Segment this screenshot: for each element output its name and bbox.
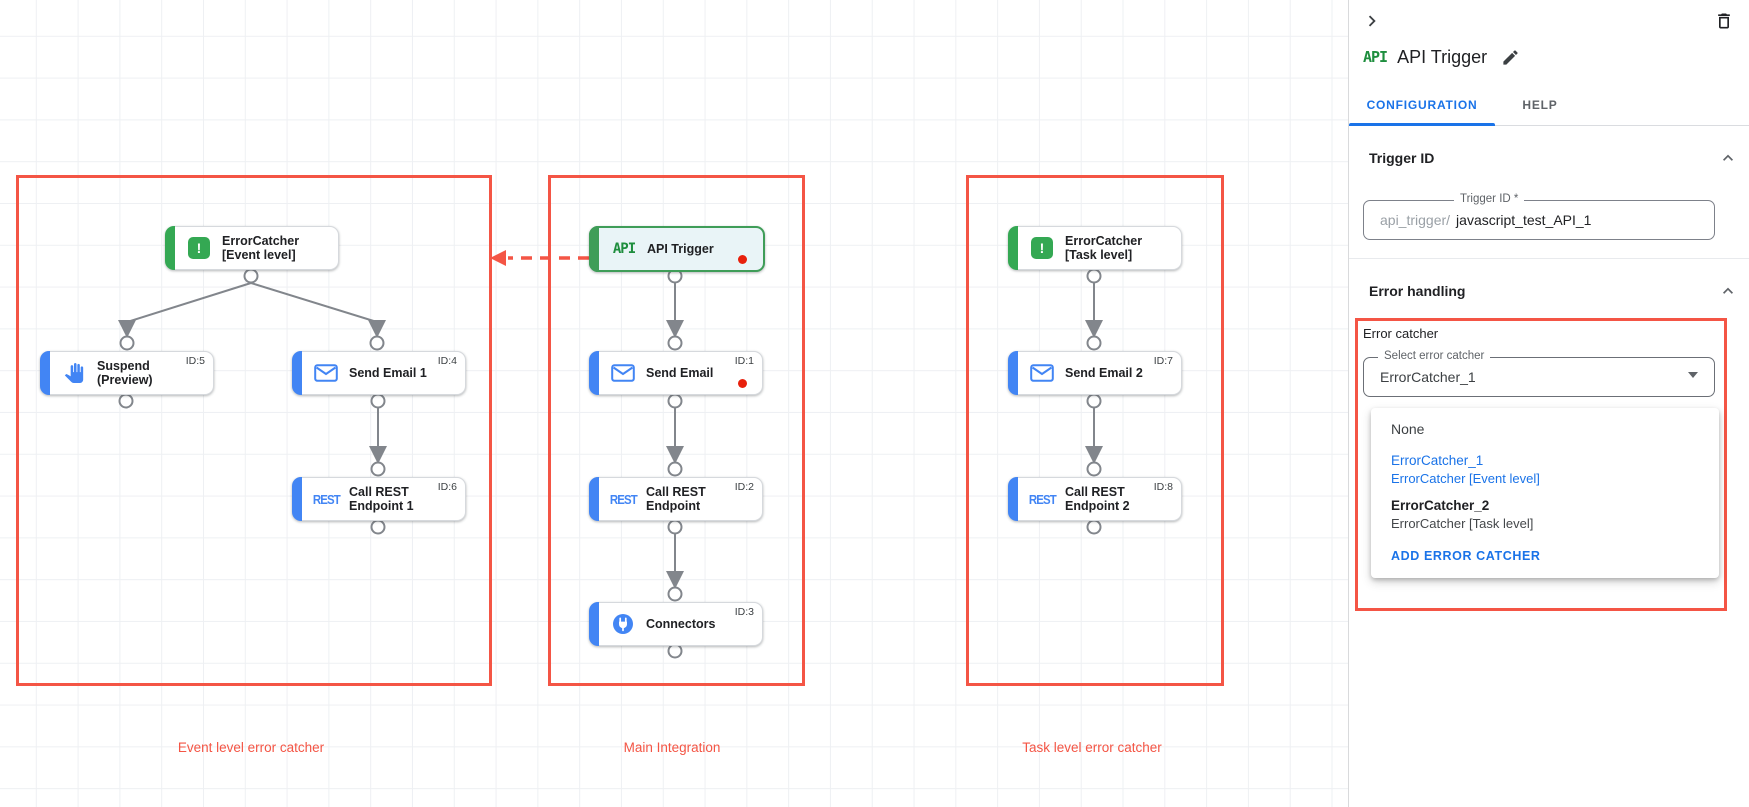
panel-tabs: CONFIGURATION HELP bbox=[1349, 85, 1749, 126]
menu-option-errorcatcher-2[interactable]: ErrorCatcher_2 ErrorCatcher [Task level] bbox=[1391, 498, 1534, 531]
menu-option-errorcatcher-1[interactable]: ErrorCatcher_1 ErrorCatcher [Event level… bbox=[1391, 453, 1540, 486]
trigger-id-field[interactable]: Trigger ID * api_trigger/ javascript_tes… bbox=[1363, 193, 1715, 240]
workflow-canvas[interactable]: ! ErrorCatcher [Event level] Suspend (Pr… bbox=[0, 0, 1348, 807]
node-accent-bar bbox=[165, 226, 175, 270]
node-errorcatcher-event-level[interactable]: ! ErrorCatcher [Event level] bbox=[165, 226, 339, 270]
error-catcher-group-label: Error catcher bbox=[1363, 326, 1439, 341]
node-send-email-2[interactable]: Send Email 2 ID:7 bbox=[1008, 351, 1182, 395]
node-call-rest-endpoint-1[interactable]: REST Call REST Endpoint 1 ID:6 bbox=[292, 477, 466, 521]
node-send-email[interactable]: Send Email ID:1 bbox=[589, 351, 763, 395]
select-error-catcher-label: Select error catcher bbox=[1378, 350, 1491, 362]
error-catcher-dropdown-menu: None ErrorCatcher_1 ErrorCatcher [Event … bbox=[1371, 408, 1719, 578]
menu-option-none[interactable]: None bbox=[1391, 421, 1425, 437]
node-label: API Trigger bbox=[647, 241, 714, 256]
node-send-email-1[interactable]: Send Email 1 ID:4 bbox=[292, 351, 466, 395]
tab-help[interactable]: HELP bbox=[1522, 98, 1558, 112]
node-label: Send Email 1 bbox=[349, 365, 427, 380]
connector-icon bbox=[602, 613, 644, 635]
node-accent-bar bbox=[292, 477, 302, 521]
node-id-badge: ID:3 bbox=[734, 606, 754, 618]
node-label: Call REST Endpoint 1 bbox=[349, 484, 414, 514]
node-accent-bar bbox=[1008, 226, 1018, 270]
section-divider bbox=[1349, 258, 1749, 259]
node-id-badge: ID:7 bbox=[1153, 355, 1173, 367]
node-api-trigger[interactable]: API API Trigger bbox=[589, 226, 765, 272]
node-accent-bar bbox=[1008, 477, 1018, 521]
trigger-id-prefix: api_trigger/ bbox=[1380, 212, 1451, 228]
api-trigger-type-icon: API bbox=[1363, 48, 1388, 66]
node-accent-bar bbox=[589, 602, 599, 646]
node-errorcatcher-task-level[interactable]: ! ErrorCatcher [Task level] bbox=[1008, 226, 1182, 270]
select-error-catcher[interactable]: Select error catcher ErrorCatcher_1 bbox=[1363, 350, 1715, 397]
node-label: ErrorCatcher [Event level] bbox=[222, 233, 300, 263]
node-suspend[interactable]: Suspend (Preview) ID:5 bbox=[40, 351, 214, 395]
group-label-main-integration: Main Integration bbox=[623, 740, 721, 755]
group-label-task-level: Task level error catcher bbox=[1022, 740, 1162, 755]
node-id-badge: ID:6 bbox=[437, 481, 457, 493]
trigger-id-field-label: Trigger ID * bbox=[1454, 193, 1525, 205]
group-box-event-level bbox=[16, 175, 492, 686]
add-error-catcher-button[interactable]: ADD ERROR CATCHER bbox=[1391, 549, 1541, 563]
group-box-main-integration bbox=[548, 175, 805, 686]
node-accent-bar bbox=[40, 351, 50, 395]
delete-trigger-button[interactable] bbox=[1711, 8, 1737, 34]
node-id-badge: ID:1 bbox=[734, 355, 754, 367]
group-box-task-level bbox=[966, 175, 1224, 686]
api-icon: API bbox=[612, 241, 636, 257]
tab-configuration[interactable]: CONFIGURATION bbox=[1349, 85, 1495, 126]
node-label: Send Email 2 bbox=[1065, 365, 1143, 380]
panel-title: API Trigger bbox=[1397, 46, 1488, 67]
node-label: Send Email bbox=[646, 365, 714, 380]
node-call-rest-endpoint[interactable]: REST Call REST Endpoint ID:2 bbox=[589, 477, 763, 521]
error-catcher-icon: ! bbox=[1021, 237, 1063, 259]
rest-icon: REST bbox=[312, 491, 340, 507]
node-call-rest-endpoint-2[interactable]: REST Call REST Endpoint 2 ID:8 bbox=[1008, 477, 1182, 521]
email-icon bbox=[602, 364, 644, 382]
config-panel: API API Trigger CONFIGURATION HELP Trigg… bbox=[1348, 0, 1749, 807]
select-error-catcher-value: ErrorCatcher_1 bbox=[1380, 369, 1476, 385]
error-dot-send-email bbox=[738, 379, 747, 388]
node-label: Call REST Endpoint 2 bbox=[1065, 484, 1130, 514]
trigger-id-value: javascript_test_API_1 bbox=[1456, 212, 1592, 228]
group-label-event-level: Event level error catcher bbox=[177, 740, 325, 755]
node-id-badge: ID:5 bbox=[185, 355, 205, 367]
email-icon bbox=[305, 364, 347, 382]
section-trigger-id-title: Trigger ID bbox=[1369, 150, 1435, 166]
edit-title-icon[interactable] bbox=[1497, 44, 1523, 70]
node-accent-bar bbox=[589, 351, 599, 395]
rest-icon: REST bbox=[1028, 491, 1056, 507]
error-catcher-highlight-box bbox=[1355, 318, 1727, 611]
error-catcher-icon: ! bbox=[178, 237, 220, 259]
node-label: ErrorCatcher [Task level] bbox=[1065, 233, 1143, 263]
email-icon bbox=[1021, 364, 1063, 382]
node-label: Suspend (Preview) bbox=[97, 358, 153, 388]
node-accent-bar bbox=[292, 351, 302, 395]
node-accent-bar bbox=[1008, 351, 1018, 395]
node-id-badge: ID:8 bbox=[1153, 481, 1173, 493]
node-accent-bar bbox=[589, 477, 599, 521]
node-label: Connectors bbox=[646, 616, 716, 631]
error-dot-api-trigger bbox=[738, 255, 747, 264]
collapse-section-error-handling-icon[interactable] bbox=[1715, 278, 1741, 304]
node-label: Call REST Endpoint bbox=[646, 484, 706, 514]
dropdown-caret-icon bbox=[1688, 372, 1698, 378]
hand-icon bbox=[53, 363, 95, 383]
section-error-handling-title: Error handling bbox=[1369, 283, 1466, 299]
rest-icon: REST bbox=[609, 491, 637, 507]
node-accent-bar bbox=[589, 226, 599, 272]
collapse-section-trigger-id-icon[interactable] bbox=[1715, 145, 1741, 171]
node-connectors[interactable]: Connectors ID:3 bbox=[589, 602, 763, 646]
node-id-badge: ID:4 bbox=[437, 355, 457, 367]
node-id-badge: ID:2 bbox=[734, 481, 754, 493]
collapse-panel-button[interactable] bbox=[1359, 8, 1385, 34]
